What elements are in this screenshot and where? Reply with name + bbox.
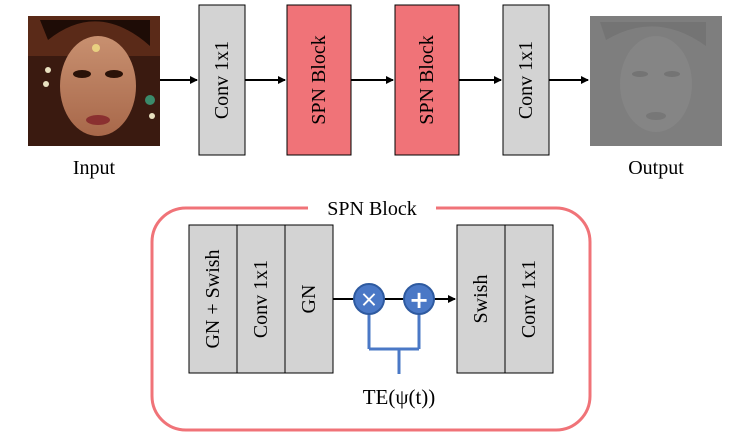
spn-block-2-label: SPN Block: [416, 35, 438, 124]
multiply-operator-icon: [353, 283, 385, 315]
spn-block-title-bg: [308, 195, 436, 221]
multiply-symbol: ×: [360, 288, 378, 313]
swish-label: Swish: [470, 275, 492, 324]
spn-block-1: [286, 4, 352, 156]
conv-layer-left-label: Conv 1x1: [250, 260, 272, 338]
spn-block-title: SPN Block: [327, 198, 416, 220]
output-label: Output: [628, 157, 684, 179]
conv-layer-right: [504, 224, 554, 374]
add-operator-icon: [403, 283, 435, 315]
conv-layer-right-label: Conv 1x1: [518, 260, 540, 338]
input-label: Input: [73, 157, 116, 179]
output-image: [590, 16, 722, 146]
input-image: [28, 16, 160, 146]
embedding-connector: [367, 314, 421, 374]
gn-layer: [284, 224, 334, 374]
conv-block-1: [198, 4, 246, 156]
swish-layer: [456, 224, 506, 374]
time-embedding-label: TE(ψ(t)): [363, 385, 436, 409]
spn-block-1-label: SPN Block: [308, 35, 330, 124]
conv-block-1-label: Conv 1x1: [211, 41, 233, 119]
gn-swish-label: GN + Swish: [202, 249, 224, 348]
add-symbol: +: [409, 286, 429, 314]
gn-swish-layer: [188, 224, 238, 374]
gn-label: GN: [298, 285, 320, 314]
conv-block-2-label: Conv 1x1: [515, 41, 537, 119]
